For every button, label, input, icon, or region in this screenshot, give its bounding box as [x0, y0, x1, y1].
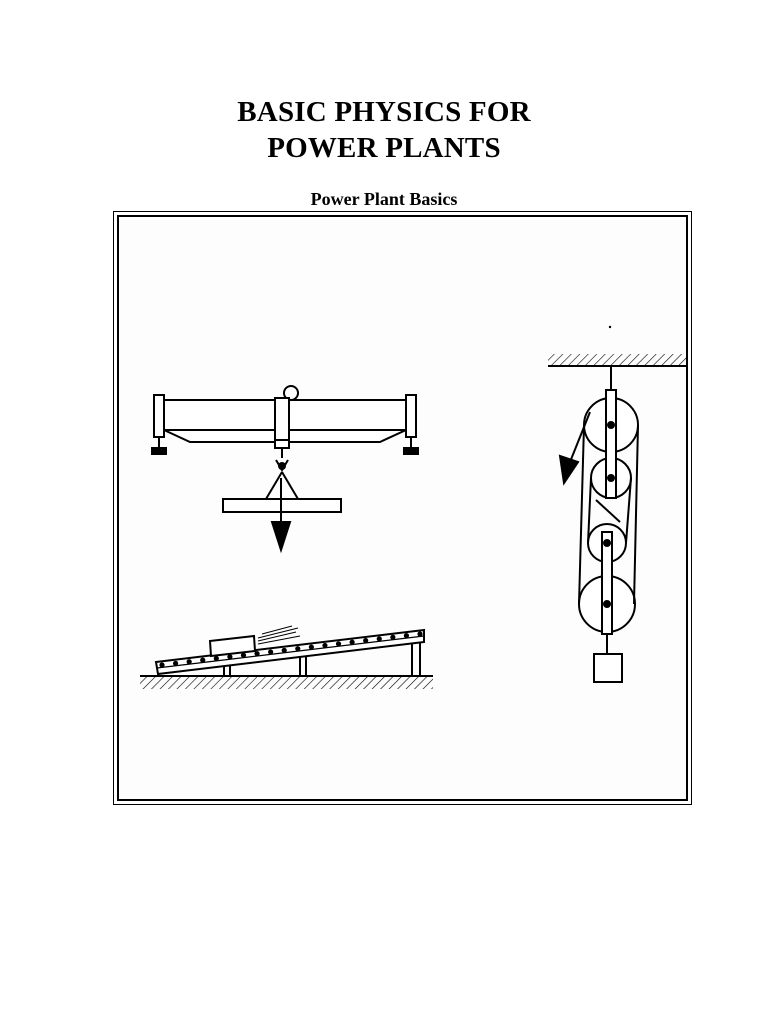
ramp-rollers	[159, 631, 423, 668]
roller	[322, 642, 328, 649]
roller	[335, 641, 342, 647]
roller	[390, 634, 396, 640]
figure-inner-frame	[117, 215, 688, 801]
roller	[403, 633, 410, 639]
roller	[227, 654, 233, 660]
roller	[308, 644, 314, 650]
roller	[240, 652, 247, 658]
figure-frame	[113, 211, 692, 805]
page-title: BASIC PHYSICS FOR POWER PLANTS	[0, 94, 768, 166]
crane-illustration	[151, 385, 419, 554]
roller	[417, 631, 423, 637]
pulley-illustration	[548, 325, 686, 683]
roller	[186, 659, 192, 665]
roller	[200, 657, 206, 663]
roller	[281, 647, 287, 653]
roller	[213, 655, 219, 662]
roller	[159, 662, 165, 668]
page-subtitle: Power Plant Basics	[310, 189, 458, 209]
roller	[295, 646, 301, 652]
roller	[349, 639, 355, 645]
roller	[254, 650, 260, 657]
ramp-illustration	[140, 625, 433, 689]
title-line-2: POWER PLANTS	[267, 132, 501, 164]
roller	[363, 637, 369, 644]
roller	[172, 660, 179, 666]
title-line-1: BASIC PHYSICS FOR	[237, 96, 531, 128]
roller	[376, 636, 382, 642]
roller	[268, 649, 274, 655]
